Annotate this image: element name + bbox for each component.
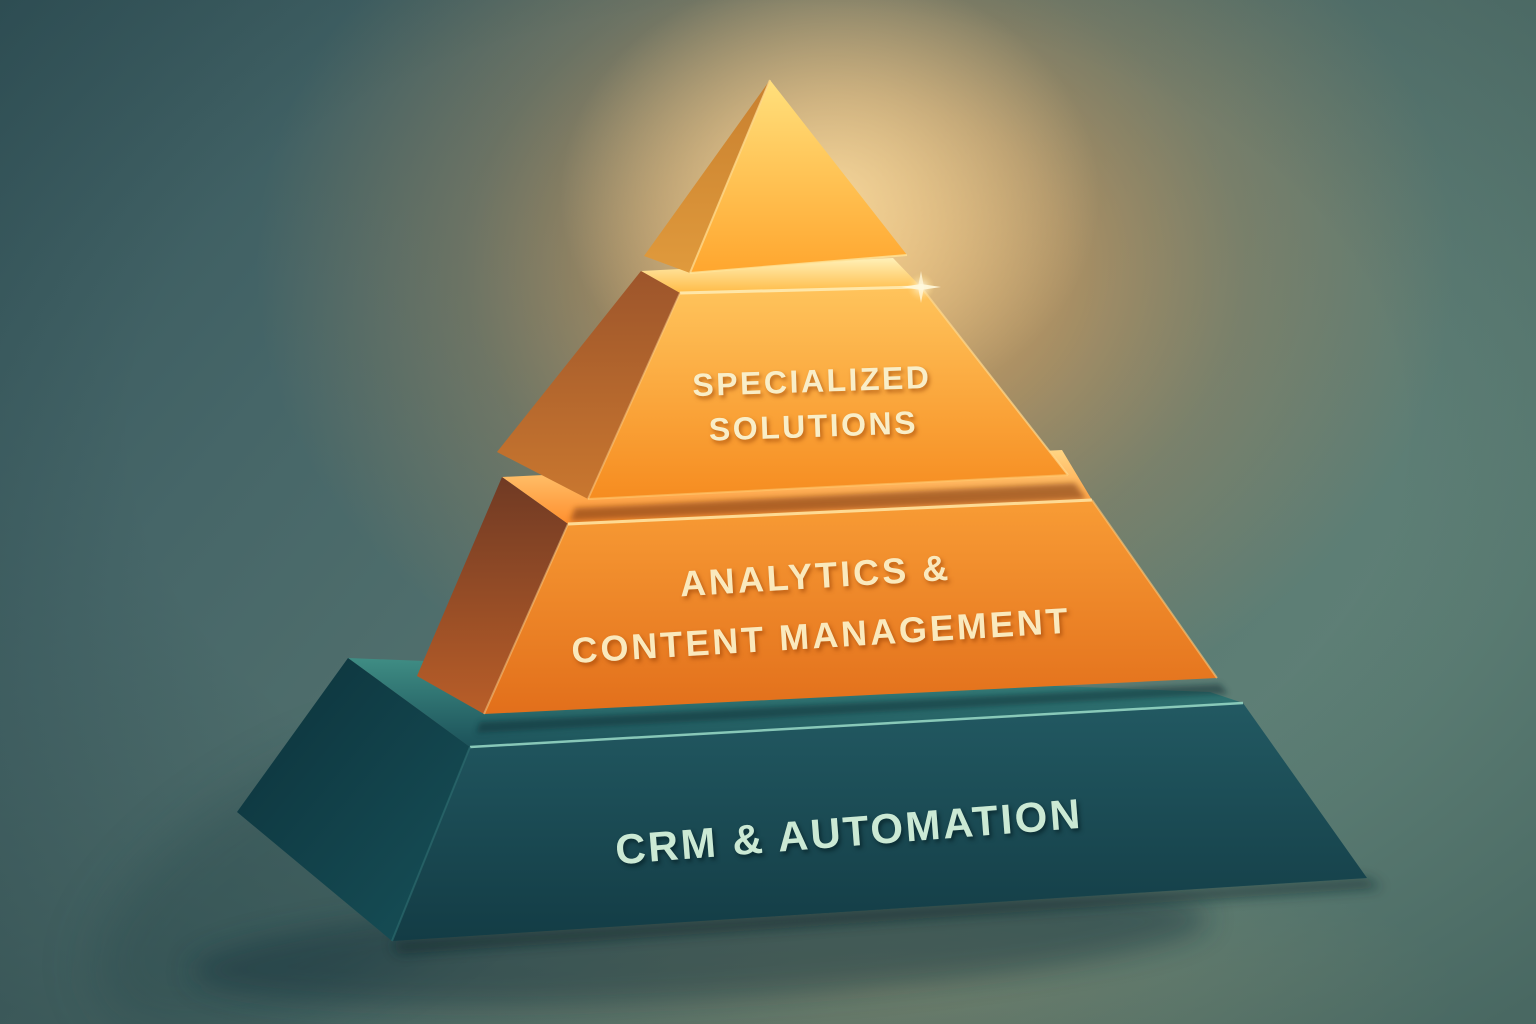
- apex-cap-left-ridge: [689, 79, 771, 274]
- crm-tier-top-edge-highlight: [469, 701, 1244, 749]
- crm-tier-front-face: [392, 703, 1367, 941]
- apex-cap-base-rim: [689, 254, 908, 274]
- apex-cap-front-face: [690, 80, 907, 273]
- apex-cap-left-face: [644, 80, 770, 273]
- analytics-tier-front-face: [484, 500, 1217, 714]
- specialized-tier-bottom-rim: [587, 474, 1069, 500]
- specialized-tier-label-line2: SOLUTIONS: [708, 404, 918, 447]
- base-contact-shadow: [392, 878, 1382, 954]
- analytics-tier-top-shadow: [570, 483, 1086, 521]
- analytics-tier-right-rim: [1091, 499, 1218, 679]
- tier-apex-cap: [644, 79, 908, 274]
- crm-tier-left-face: [237, 658, 470, 941]
- specialized-tier-left-face: [497, 271, 680, 499]
- tier-specialized-solutions: SPECIALIZED SOLUTIONS: [497, 258, 1069, 500]
- specialized-tier-front-face: [588, 287, 1068, 499]
- sparkle-glint: [901, 271, 941, 303]
- specialized-tier-top-edge-highlight: [679, 285, 922, 295]
- specialized-tier-label-line1: SPECIALIZED: [692, 359, 932, 403]
- analytics-tier-left-ridge: [483, 523, 569, 715]
- analytics-tier-left-face: [417, 477, 568, 714]
- crm-tier-top-shadow: [476, 684, 1228, 733]
- tier-crm-automation: CRM & AUTOMATION: [237, 658, 1367, 942]
- specialized-tier-top-face: [641, 258, 921, 293]
- specialized-tier-left-ridge: [587, 292, 681, 500]
- analytics-tier-top-edge-highlight: [567, 498, 1093, 526]
- specialized-tier-right-rim: [920, 286, 1069, 476]
- crm-tier-left-ridge: [391, 746, 471, 942]
